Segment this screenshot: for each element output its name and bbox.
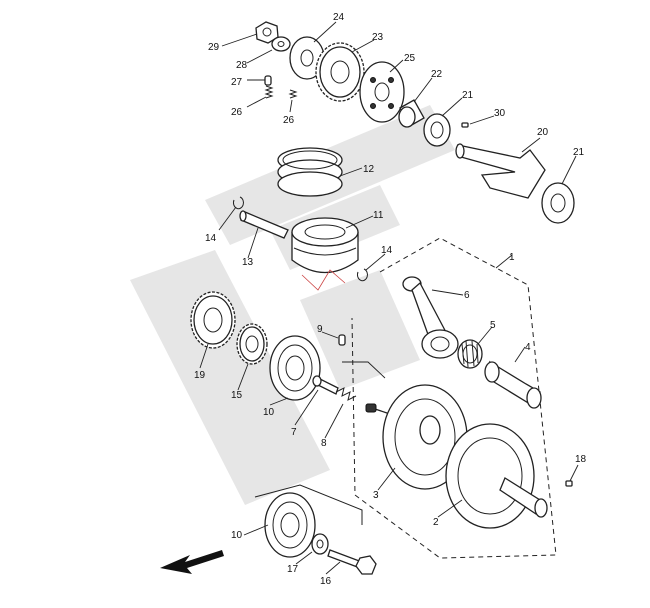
part-28-washer <box>271 36 291 52</box>
callout-8: 8 <box>321 438 327 449</box>
callout-21-lower: 21 <box>573 147 585 158</box>
part-10-bearing-lower <box>264 492 316 558</box>
part-21-bearing-lower <box>541 182 575 224</box>
part-30-key <box>461 122 469 128</box>
part-17-washer <box>311 533 329 555</box>
part-22-collar <box>398 99 425 128</box>
callout-1: 1 <box>509 252 515 263</box>
callout-25: 25 <box>404 53 416 64</box>
part-24-gear-plate <box>289 36 325 80</box>
callout-26-left: 26 <box>231 107 243 118</box>
callout-7: 7 <box>291 427 297 438</box>
callout-27: 27 <box>231 77 243 88</box>
callout-28: 28 <box>236 60 248 71</box>
part-11-piston <box>291 217 359 291</box>
part-23-balancer-gear <box>315 42 365 102</box>
callout-12: 12 <box>363 164 375 175</box>
callout-16: 16 <box>320 576 332 587</box>
callout-labels: 29 28 27 26 26 24 23 25 22 21 30 20 21 1… <box>194 12 587 587</box>
callout-30: 30 <box>494 108 506 119</box>
callout-6: 6 <box>464 290 470 301</box>
part-19-gear <box>190 291 236 349</box>
bottom-assembly-outline <box>254 484 363 525</box>
part-14-circlip-left <box>233 196 244 210</box>
callout-24: 24 <box>333 12 345 23</box>
callout-23: 23 <box>372 32 384 43</box>
part-26-spring <box>264 85 298 99</box>
part-21-bearing-upper <box>423 113 451 147</box>
leader-lines <box>199 21 579 575</box>
part-9-pin <box>338 334 346 346</box>
part-27-pin <box>264 75 272 86</box>
part-8-spring <box>335 387 357 401</box>
part-18-key <box>565 480 573 487</box>
callout-2: 2 <box>433 517 439 528</box>
callout-3: 3 <box>373 490 379 501</box>
callout-22: 22 <box>431 69 443 80</box>
callout-21-upper: 21 <box>462 90 474 101</box>
callout-13: 13 <box>242 257 254 268</box>
part-16-bolt <box>327 549 377 575</box>
part-13-piston-pin <box>239 210 289 239</box>
part-4-crank-pin <box>484 360 542 409</box>
callout-14-left: 14 <box>205 233 217 244</box>
callout-14-right: 14 <box>381 245 393 256</box>
part-20-balancer-shaft <box>455 143 546 199</box>
part-3-crankshaft-left <box>365 384 468 490</box>
part-12-piston-rings <box>277 147 343 197</box>
callout-15: 15 <box>231 390 243 401</box>
callout-17: 17 <box>287 564 299 575</box>
callout-9: 9 <box>317 324 323 335</box>
part-15-gear <box>236 323 268 365</box>
callout-18: 18 <box>575 454 587 465</box>
part-5-needle-bearing <box>457 339 483 369</box>
part-2-crankshaft-right <box>445 423 548 529</box>
callout-29: 29 <box>208 42 220 53</box>
part-14-circlip-right <box>357 268 368 282</box>
callout-10-lower: 10 <box>231 530 243 541</box>
callout-4: 4 <box>525 342 531 353</box>
part-7-bolt <box>312 375 339 395</box>
callout-10-upper: 10 <box>263 407 275 418</box>
part-6-connecting-rod <box>402 276 459 359</box>
callout-19: 19 <box>194 370 206 381</box>
part-25-balancer-weight <box>359 61 405 123</box>
callout-11: 11 <box>373 210 384 221</box>
callout-26-right: 26 <box>283 115 295 126</box>
part-10-bearing-upper <box>269 335 321 401</box>
arrow-left-down-icon <box>160 550 224 574</box>
callout-5: 5 <box>490 320 496 331</box>
callout-20: 20 <box>537 127 549 138</box>
